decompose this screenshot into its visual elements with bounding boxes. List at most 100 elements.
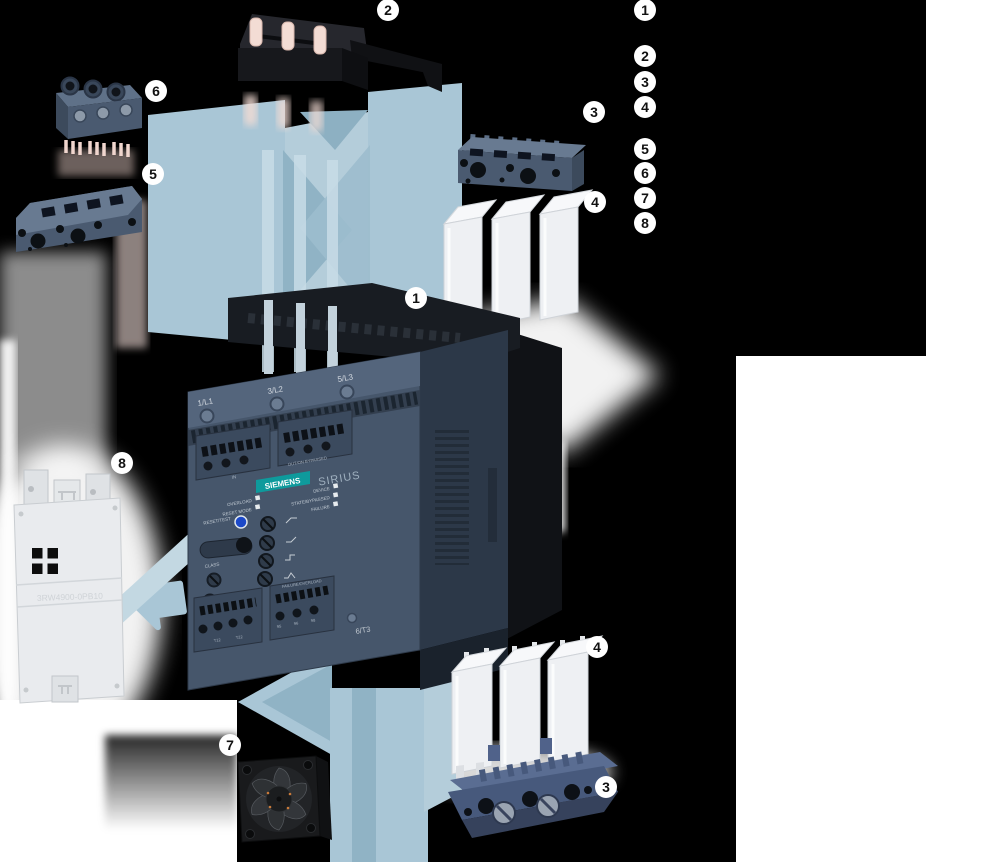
clear-cover — [450, 647, 508, 783]
legend-item-8: 8 — [634, 212, 656, 234]
svg-text:1: 1 — [412, 290, 420, 306]
assembly-arrows — [48, 83, 462, 862]
label-failure-overload: FAILURE/OVERLOAD — [282, 578, 322, 589]
clear-cover — [490, 194, 546, 326]
setting-dials — [257, 516, 297, 587]
callout-din-plate: 8 — [111, 452, 133, 474]
terminal-label-t3: 6/T3 — [355, 625, 371, 636]
link-pin — [281, 21, 295, 51]
part-terminal-cover-right — [458, 134, 586, 191]
svg-text:5: 5 — [641, 141, 649, 157]
part-link-module — [238, 14, 442, 132]
clear-cover — [546, 635, 604, 763]
part-din-plate: 3RW4900-0PB10 — [13, 469, 125, 704]
callout-link-module: 2 — [377, 0, 399, 21]
term-95: 95 — [276, 623, 282, 629]
term-98: 98 — [310, 617, 316, 623]
arrow-bottom-band — [330, 688, 428, 862]
callout-terminal-cover-left: 5 — [142, 163, 164, 185]
callout-clear-covers-right: 4 — [584, 191, 606, 213]
clear-cover — [538, 189, 594, 321]
ramp-down-icon — [286, 536, 297, 543]
plate-clip-bottom — [51, 675, 79, 703]
part-box-terminal — [56, 76, 142, 176]
screw — [96, 106, 110, 120]
led-labels: OVERLOAD RESET MODE DEVICE STATE/BYPASSE… — [222, 483, 339, 517]
svg-text:6: 6 — [152, 83, 160, 99]
legend-item-2: 2 — [634, 45, 656, 67]
part-terminal-cover-bottom — [448, 738, 618, 838]
svg-text:7: 7 — [641, 190, 649, 206]
terminal-label-l1: 1/L1 — [197, 396, 214, 408]
label-in: IN — [231, 474, 236, 480]
terminal-label-l3: 5/L3 — [337, 372, 354, 384]
terminal-screw — [339, 384, 355, 400]
callout-fan: 7 — [219, 734, 241, 756]
svg-text:8: 8 — [641, 215, 649, 231]
part-clear-covers-right — [442, 189, 594, 340]
svg-text:8: 8 — [118, 455, 126, 471]
legend-item-3: 3 — [634, 71, 656, 93]
svg-text:1: 1 — [641, 2, 649, 18]
callout-terminal-cover-bottom: 3 — [595, 776, 617, 798]
svg-text:5: 5 — [149, 166, 157, 182]
label-device: DEVICE — [313, 486, 330, 494]
label-overload: OVERLOAD — [227, 498, 253, 507]
label-reset-test: RESET/TEST — [203, 516, 231, 526]
svg-text:4: 4 — [641, 99, 649, 115]
screw — [119, 103, 133, 117]
legend-item-5: 5 — [634, 138, 656, 160]
svg-text:4: 4 — [591, 194, 599, 210]
link-pin — [313, 25, 327, 55]
rod — [328, 306, 337, 376]
term-t12: T12 — [213, 637, 221, 643]
arrow-wedge-right — [440, 150, 458, 196]
terminal-screw — [199, 408, 215, 424]
rod — [264, 300, 273, 374]
legend: 1 2 3 4 5 6 7 8 — [634, 0, 656, 234]
pulse-icon — [284, 572, 296, 579]
callout-terminal-cover-right: 3 — [583, 101, 605, 123]
label-reset-mode: RESET MODE — [222, 507, 252, 517]
clear-cover — [498, 641, 556, 769]
part-soft-starter: 1/L1 3/L2 5/L3 IN OUT/ON BYPASSED SIEMEN… — [187, 283, 562, 691]
link-pin — [249, 17, 263, 47]
terminal-screw — [269, 396, 285, 412]
svg-text:4: 4 — [593, 639, 601, 655]
term-96: 96 — [293, 620, 299, 626]
screw — [73, 109, 87, 123]
legend-item-1: 1 — [634, 0, 656, 21]
svg-text:2: 2 — [641, 48, 649, 64]
terminal-label-l2: 3/L2 — [267, 384, 284, 396]
ramp-up-icon — [285, 517, 297, 524]
label-class: CLASS — [204, 562, 219, 569]
svg-text:7: 7 — [226, 737, 234, 753]
siemens-badge — [256, 471, 310, 493]
svg-text:3: 3 — [602, 779, 610, 795]
diagram-callouts: 2 6 3 5 4 1 8 4 — [111, 0, 617, 798]
plate-clip — [23, 469, 49, 509]
callout-device: 1 — [405, 287, 427, 309]
label-state-bypassed: STATE/BYPASSED — [291, 495, 331, 507]
fan-shadow-bands — [105, 735, 237, 830]
part-terminal-cover-left — [16, 186, 142, 252]
reset-test-button — [234, 515, 248, 529]
step-icon — [285, 554, 295, 561]
page-white-right — [736, 0, 1000, 862]
term-t22: T22 — [235, 634, 243, 640]
part-fan — [237, 755, 332, 843]
callout-clear-covers-bottom: 4 — [586, 636, 608, 658]
legend-item-6: 6 — [634, 162, 656, 184]
label-out-on-bypassed: OUT/ON BYPASSED — [287, 455, 327, 467]
callout-box-terminal: 6 — [145, 80, 167, 102]
svg-text:6: 6 — [641, 165, 649, 181]
svg-text:3: 3 — [590, 104, 598, 120]
part-clear-covers-bottom — [450, 635, 604, 783]
label-failure: FAILURE — [311, 504, 330, 512]
legend-item-7: 7 — [634, 187, 656, 209]
legend-item-4: 4 — [634, 96, 656, 118]
plate-part-number: 3RW4900-0PB10 — [37, 591, 104, 603]
reset-slider-knob — [236, 537, 252, 553]
